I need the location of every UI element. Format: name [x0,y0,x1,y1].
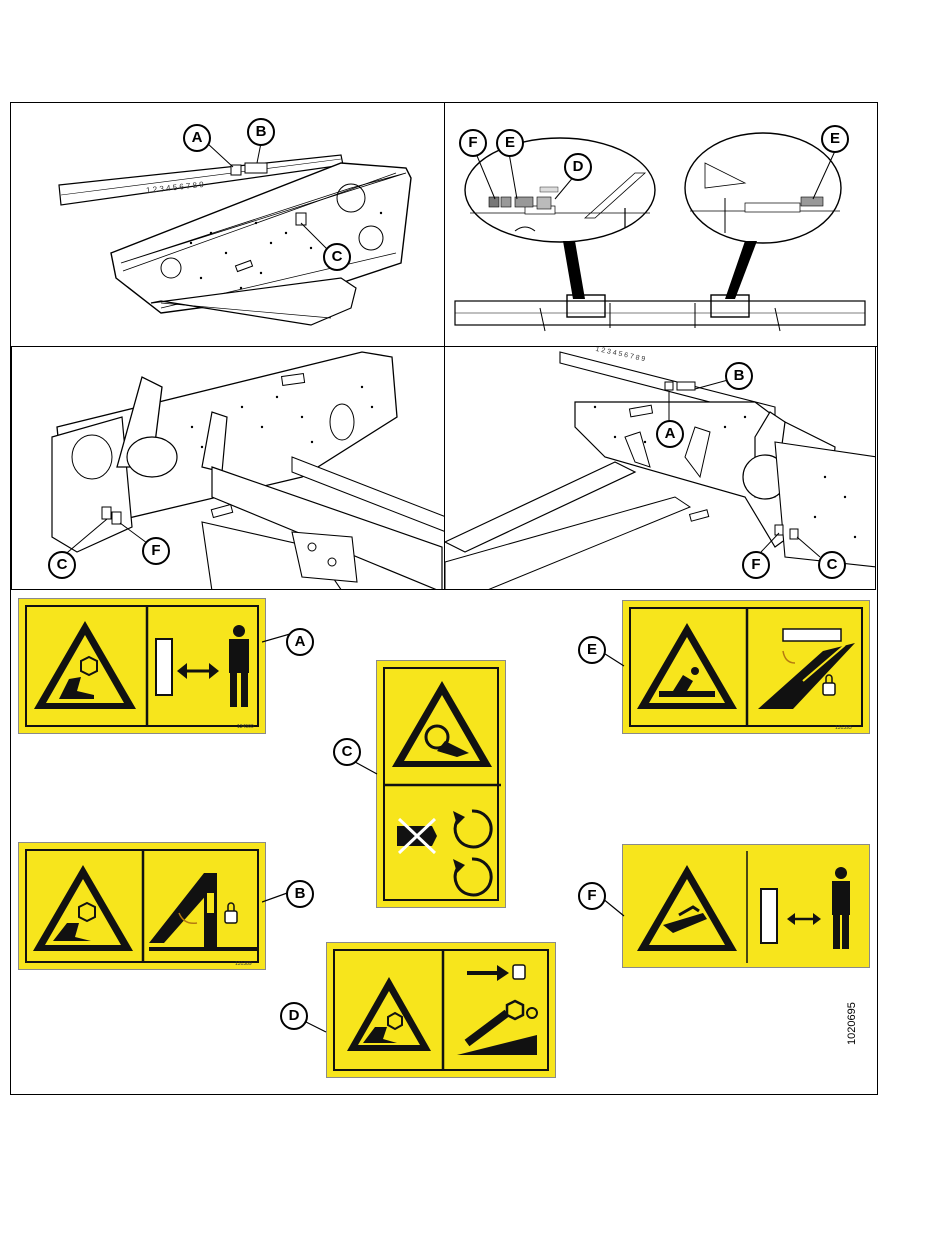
callout-decal-b: B [286,880,314,908]
decal-d [326,942,556,1078]
panel-top-left: 1 2 3 4 5 6 7 8 9 A B C [10,102,445,347]
keep-clear-icon [761,867,850,949]
decal-c-pictograms [377,661,507,909]
callout-c: C [818,551,846,579]
reel-lock-icon [758,629,855,709]
crush-hazard-icon [34,621,136,709]
decal-f [622,844,870,968]
callout-d: D [564,153,592,181]
decal-b: 131389 [18,842,266,970]
callout-c: C [323,243,351,271]
part-number: 131389 [235,961,252,967]
callout-f: F [459,129,487,157]
decal-e-pictograms [623,601,871,735]
panel-middle-right: 1 2 3 4 5 6 7 8 9 B A F C [444,346,876,590]
decal-b-pictograms [19,843,267,971]
keep-clear-icon [156,625,249,707]
figure-number: 1020695 [846,1002,858,1045]
callout-b: B [725,362,753,390]
lift-cylinder-lock-icon [149,873,259,951]
decal-f-pictograms [623,845,871,969]
part-number: 131393 [835,725,852,731]
callout-a: A [656,420,684,448]
callout-b: B [247,118,275,146]
callout-f: F [742,551,770,579]
callout-c: C [48,551,76,579]
hand-crush-hazard-icon [637,865,737,951]
panel-top-right: F E D E [444,102,878,347]
callout-f: F [142,537,170,565]
callout-decal-f: F [578,882,606,910]
part-number: 134500 [237,724,254,730]
crush-hazard-icon [637,623,737,709]
callout-a: A [183,124,211,152]
leader-line [355,760,380,780]
callout-decal-a: A [286,628,314,656]
callout-decal-e: E [578,636,606,664]
entanglement-hazard-icon [392,681,492,767]
rotating-parts-icon [397,811,491,895]
lock-lever-icon [457,965,537,1055]
callout-e-right: E [821,125,849,153]
callout-decal-c: C [333,738,361,766]
callout-e: E [496,129,524,157]
decal-c [376,660,506,908]
panel-middle-left: C F [11,346,445,590]
left-frame-rear-view-drawing [12,347,445,590]
decal-a-pictograms [19,599,267,735]
frame-side-view-drawing [11,103,445,347]
decal-e: 131393 [622,600,870,734]
callout-decal-d: D [280,1002,308,1030]
crush-hazard-icon [347,977,431,1051]
crush-hazard-icon [33,865,133,951]
right-frame-rear-view-drawing [445,347,876,590]
decal-a: 134500 [18,598,266,734]
decal-d-pictograms [327,943,557,1079]
